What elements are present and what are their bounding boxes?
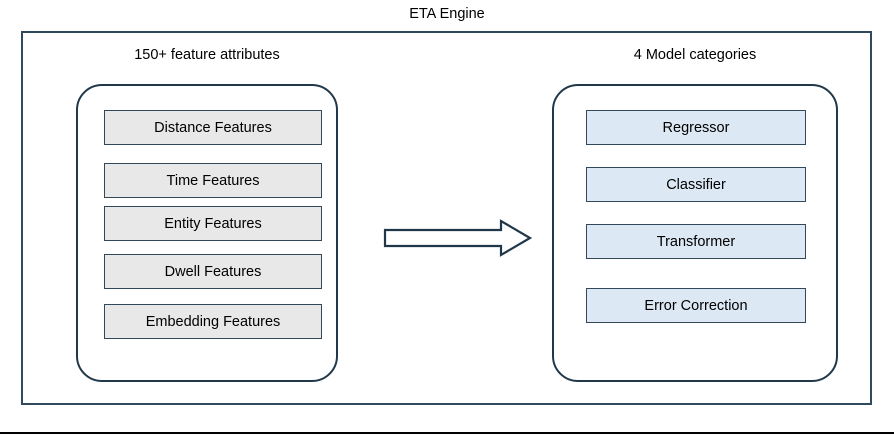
feature-box-entity[interactable]: Entity Features: [104, 206, 322, 241]
feature-box-time[interactable]: Time Features: [104, 163, 322, 198]
model-box-classifier[interactable]: Classifier: [586, 167, 806, 202]
feature-box-distance[interactable]: Distance Features: [104, 110, 322, 145]
model-box-error-correction[interactable]: Error Correction: [586, 288, 806, 323]
feature-box-embedding[interactable]: Embedding Features: [104, 304, 322, 339]
model-box-regressor[interactable]: Regressor: [586, 110, 806, 145]
page-bottom-rule: [0, 432, 894, 434]
feature-box-dwell[interactable]: Dwell Features: [104, 254, 322, 289]
model-box-transformer[interactable]: Transformer: [586, 224, 806, 259]
diagram-title: ETA Engine: [409, 6, 485, 22]
feature-column-header: 150+ feature attributes: [134, 47, 280, 63]
model-column-header: 4 Model categories: [633, 47, 757, 63]
right-arrow-icon: [383, 218, 533, 258]
